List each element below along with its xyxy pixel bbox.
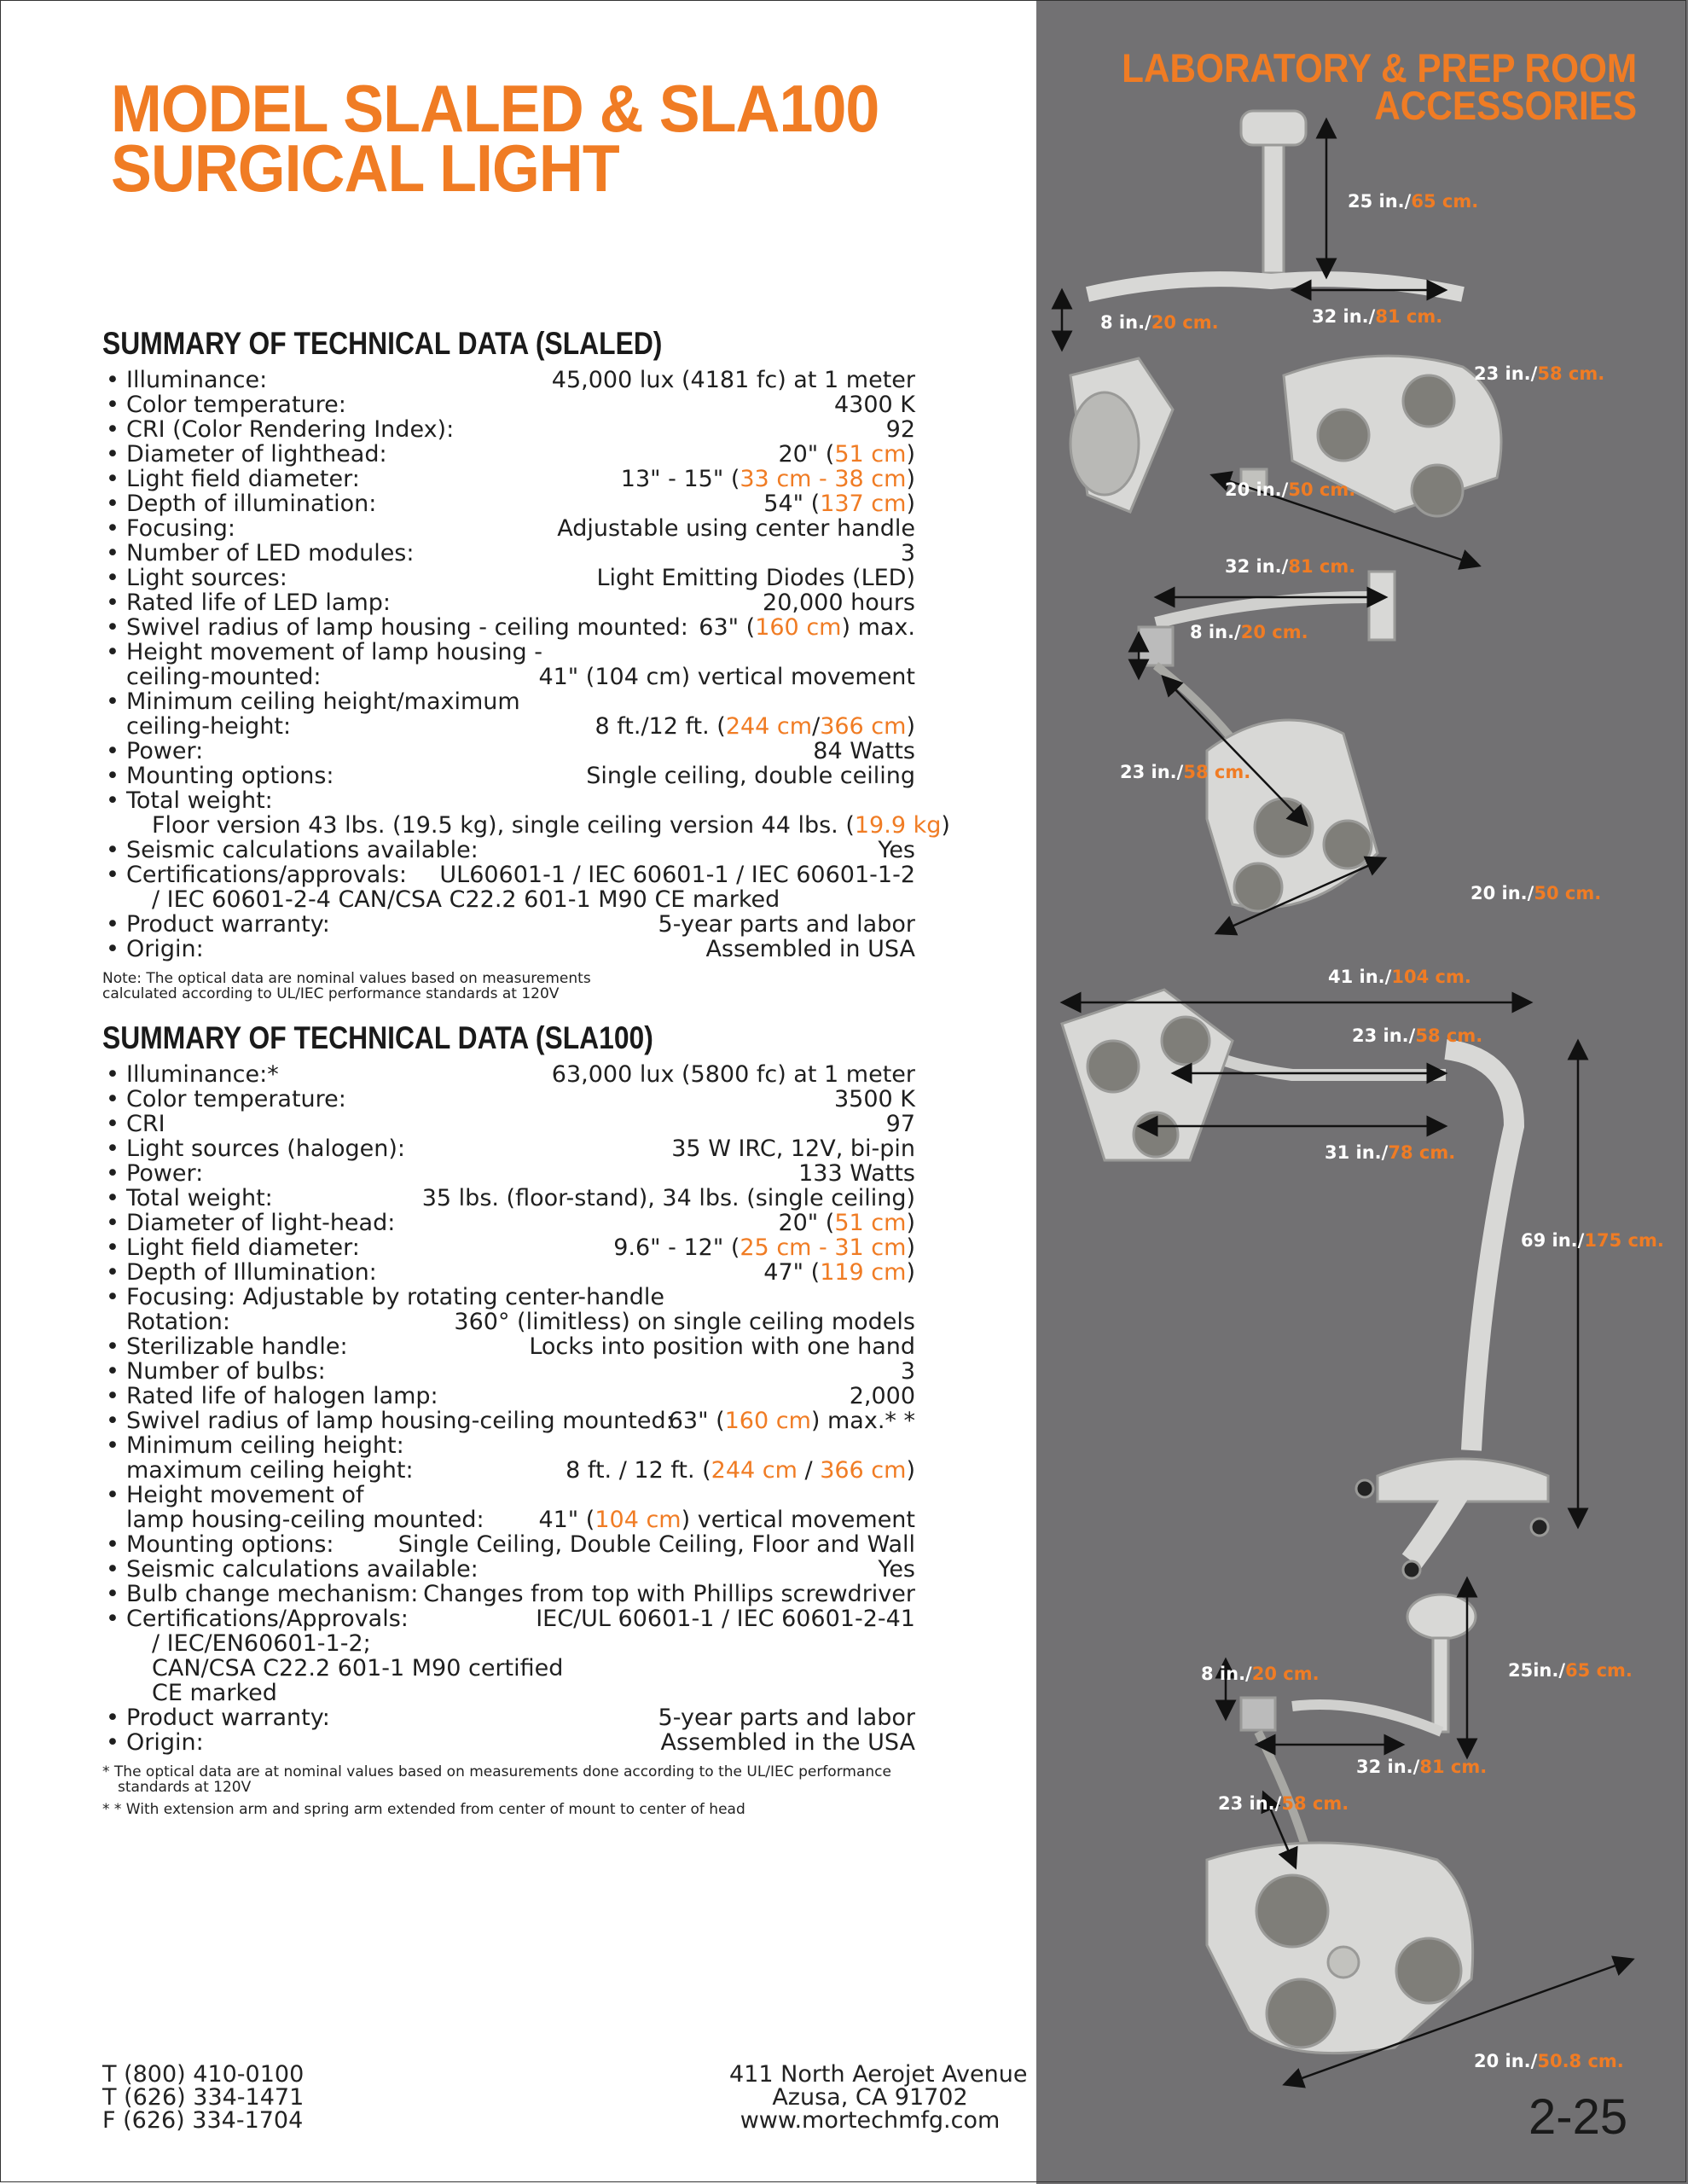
sla100-heading: SUMMARY OF TECHNICAL DATA (SLA100) xyxy=(102,1020,653,1055)
list-item: •Certifications/approvals:UL60601-1 / IE… xyxy=(106,862,915,888)
list-item: •Origin:Assembled in USA xyxy=(106,936,915,962)
dim-label: 23 in./58 cm. xyxy=(1474,363,1605,384)
slaled-spec-list: •Illuminance:45,000 lux (4181 fc) at 1 m… xyxy=(102,367,950,962)
dim-label: 32 in./81 cm. xyxy=(1225,556,1356,577)
list-item: •Depth of illumination:54" (137 cm) xyxy=(106,491,915,517)
list-item-cont: CE marked xyxy=(152,1680,277,1706)
list-item: •Focusing: Adjustable by rotating center… xyxy=(106,1284,665,1310)
list-item: •Seismic calculations available:Yes xyxy=(106,837,915,863)
list-item-cont: / IEC/EN60601-1-2; xyxy=(152,1630,371,1657)
dim-label: 25 in./65 cm. xyxy=(1348,191,1479,212)
list-item: •CRI (Color Rendering Index):92 xyxy=(106,416,915,443)
list-item: •Focusing:Adjustable using center handle xyxy=(106,515,915,542)
spec-panel xyxy=(0,0,1036,2184)
list-item: •Light field diameter:13" - 15" (33 cm -… xyxy=(106,466,915,492)
list-item: •Power:133 Watts xyxy=(106,1160,915,1187)
dim-label: 41 in./104 cm. xyxy=(1328,967,1471,987)
list-item: •Height movement of lamp housing - xyxy=(106,639,543,665)
dim-label: 25in./65 cm. xyxy=(1508,1660,1633,1681)
list-item: •Number of bulbs:3 xyxy=(106,1358,915,1385)
sla100-spec-list: •Illuminance:*63,000 lux (5800 fc) at 1 … xyxy=(102,1062,915,1755)
slaled-heading: SUMMARY OF TECHNICAL DATA (SLALED) xyxy=(102,326,663,361)
list-item: •Number of LED modules:3 xyxy=(106,540,915,566)
dim-label: 23 in./58 cm. xyxy=(1120,762,1251,782)
product-illustrations xyxy=(1051,109,1635,2088)
list-item-cont: lamp housing-ceiling mounted:41" (104 cm… xyxy=(126,1507,915,1533)
dim-label: 8 in./20 cm. xyxy=(1100,312,1219,333)
title-line-2: SURGICAL LIGHT xyxy=(111,131,620,206)
list-item-cont: maximum ceiling height:8 ft. / 12 ft. (2… xyxy=(126,1457,915,1484)
list-item: •Mounting options:Single ceiling, double… xyxy=(106,763,915,789)
list-item: •Product warranty:5-year parts and labor xyxy=(106,911,915,938)
dim-label: 69 in./175 cm. xyxy=(1521,1230,1664,1251)
website-link[interactable]: www.mortechmfg.com xyxy=(740,2107,1001,2134)
list-item: •Light field diameter:9.6" - 12" (25 cm … xyxy=(106,1234,915,1261)
page-title: MODEL SLALED & SLA100 SURGICAL LIGHT xyxy=(111,71,879,206)
list-item: •Rated life of halogen lamp:2,000 xyxy=(106,1383,915,1409)
dim-label: 20 in./50 cm. xyxy=(1225,479,1356,500)
list-item: •Minimum ceiling height: xyxy=(106,1432,404,1459)
dim-label: 23 in./58 cm. xyxy=(1218,1793,1349,1814)
dim-label: 23 in./58 cm. xyxy=(1352,1025,1483,1046)
list-item: •Color temperature:4300 K xyxy=(106,392,915,418)
list-item: •Diameter of lighthead:20" (51 cm) xyxy=(106,441,915,468)
list-item: •Depth of Illumination:47" (119 cm) xyxy=(106,1259,915,1286)
title-line-1: MODEL SLALED & SLA100 xyxy=(111,71,879,146)
list-item-cont: / IEC 60601-2-4 CAN/CSA C22.2 601-1 M90 … xyxy=(152,886,780,913)
list-item: •Origin:Assembled in the USA xyxy=(106,1729,915,1756)
sla100-footnotes: * The optical data are at nominal values… xyxy=(102,1763,891,1818)
dimension-arrows xyxy=(1051,117,1635,2088)
dim-label: 32 in./81 cm. xyxy=(1356,1757,1488,1777)
dim-label: 32 in./81 cm. xyxy=(1312,306,1443,327)
list-item-cont: CAN/CSA C22.2 601-1 M90 certified xyxy=(152,1655,564,1682)
list-item: •Sterilizable handle:Locks into position… xyxy=(106,1333,915,1360)
list-item: •Product warranty:5-year parts and labor xyxy=(106,1705,915,1731)
list-item: •Illuminance:*63,000 lux (5800 fc) at 1 … xyxy=(106,1061,915,1088)
list-item-cont: Floor version 43 lbs. (19.5 kg), single … xyxy=(152,812,950,839)
list-item: •Total weight: xyxy=(106,787,273,814)
list-item: •Minimum ceiling height/maximum xyxy=(106,688,520,715)
dim-label: 8 in./20 cm. xyxy=(1190,622,1308,642)
list-item: •Certifications/Approvals:IEC/UL 60601-1… xyxy=(106,1606,915,1632)
list-item: •Light sources:Light Emitting Diodes (LE… xyxy=(106,565,915,591)
list-item: •Rated life of LED lamp:20,000 hours xyxy=(106,590,915,616)
dim-label: 31 in./78 cm. xyxy=(1325,1142,1456,1163)
list-item: •Color temperature:3500 K xyxy=(106,1086,915,1112)
list-item-cont: ceiling-mounted:41" (104 cm) vertical mo… xyxy=(126,664,915,690)
list-item: •Seismic calculations available:Yes xyxy=(106,1556,915,1583)
list-item: •Light sources (halogen):35 W IRC, 12V, … xyxy=(106,1136,915,1162)
phone-block: T (800) 410-0100 T (626) 334-1471 F (626… xyxy=(102,2061,305,2134)
list-item: •Mounting options:Single Ceiling, Double… xyxy=(106,1531,915,1558)
list-item: •Swivel radius of lamp housing - ceiling… xyxy=(106,614,915,641)
dim-label: 8 in./20 cm. xyxy=(1201,1664,1320,1684)
list-item: •Illuminance:45,000 lux (4181 fc) at 1 m… xyxy=(106,367,915,393)
list-item: •Bulb change mechanism:Changes from top … xyxy=(106,1581,915,1607)
slaled-note: Note: The optical data are nominal value… xyxy=(102,970,591,1002)
dim-label: 20 in./50.8 cm. xyxy=(1474,2051,1624,2071)
section-title: LABORATORY & PREP ROOM ACCESSORIES xyxy=(1121,45,1637,128)
list-item: •Swivel radius of lamp housing-ceiling m… xyxy=(106,1408,915,1434)
list-item-cont: ceiling-height:8 ft./12 ft. (244 cm/366 … xyxy=(126,713,915,740)
list-item-cont: Rotation:360° (limitless) on single ceil… xyxy=(126,1309,915,1335)
list-item: •Total weight:35 lbs. (floor-stand), 34 … xyxy=(106,1185,915,1211)
list-item: •Height movement of xyxy=(106,1482,364,1508)
dim-label: 20 in./50 cm. xyxy=(1470,883,1602,903)
page-number: 2-25 xyxy=(1528,2089,1628,2145)
list-item: •Diameter of light-head:20" (51 cm) xyxy=(106,1210,915,1236)
address-block: 411 North Aerojet Avenue Azusa, CA 91702… xyxy=(729,2061,1028,2134)
list-item: •Power:84 Watts xyxy=(106,738,915,764)
